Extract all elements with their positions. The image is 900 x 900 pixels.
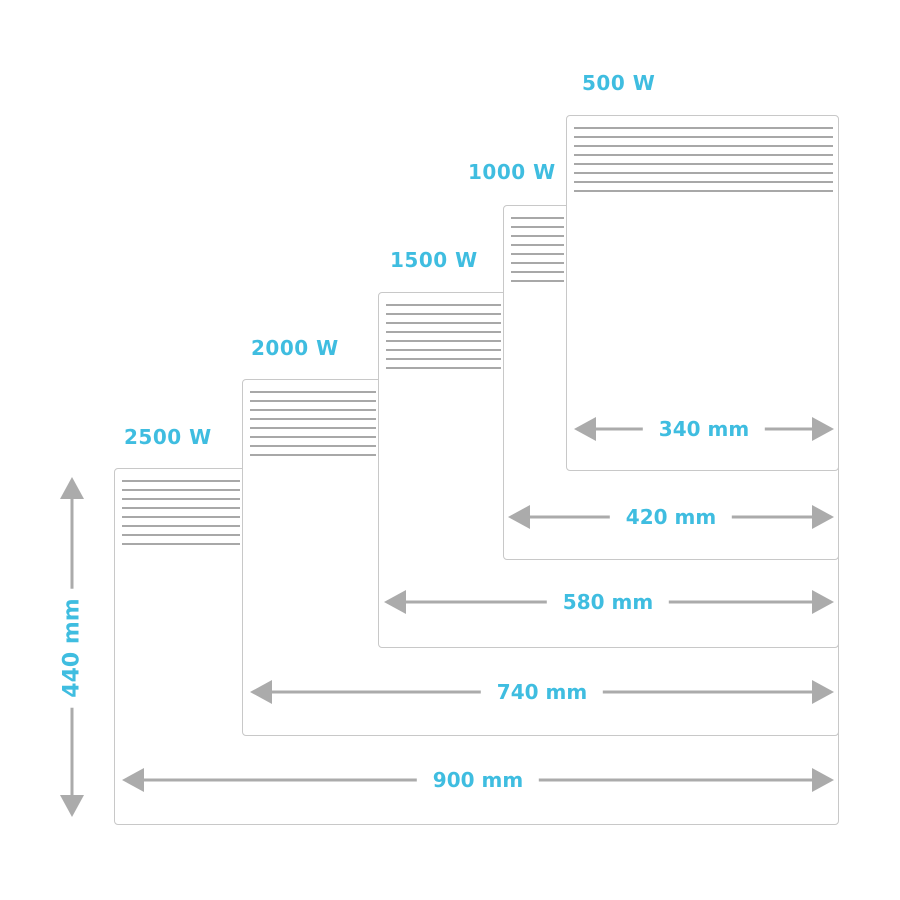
grille-line xyxy=(511,217,564,219)
grille-line xyxy=(122,480,240,482)
arrow-right-icon xyxy=(812,505,834,529)
grille-line xyxy=(511,253,564,255)
grille-line xyxy=(574,163,833,165)
grille-line xyxy=(574,181,833,183)
arrow-right-icon xyxy=(812,590,834,614)
heater-grille xyxy=(250,391,376,471)
grille-line xyxy=(122,489,240,491)
grille-line xyxy=(122,525,240,527)
grille-line xyxy=(250,409,376,411)
grille-line xyxy=(250,418,376,420)
grille-line xyxy=(574,127,833,129)
grille-line xyxy=(122,534,240,536)
grille-line xyxy=(511,280,564,282)
grille-line xyxy=(386,313,501,315)
arrow-up-icon xyxy=(60,477,84,499)
width-label: 420 mm xyxy=(609,505,733,529)
grille-line xyxy=(574,154,833,156)
grille-line xyxy=(574,136,833,138)
arrow-left-icon xyxy=(250,680,272,704)
power-label: 500 W xyxy=(582,71,656,95)
heater-grille xyxy=(122,480,240,560)
heater-grille xyxy=(386,304,501,384)
width-label: 740 mm xyxy=(480,680,604,704)
grille-line xyxy=(250,427,376,429)
arrow-down-icon xyxy=(60,795,84,817)
grille-line xyxy=(386,358,501,360)
arrow-right-icon xyxy=(812,768,834,792)
grille-line xyxy=(511,244,564,246)
grille-line xyxy=(386,331,501,333)
width-label: 900 mm xyxy=(416,768,540,792)
grille-line xyxy=(386,349,501,351)
power-label: 1000 W xyxy=(468,160,556,184)
heater-panel xyxy=(566,115,839,471)
grille-line xyxy=(250,436,376,438)
height-label: 440 mm xyxy=(59,588,85,708)
grille-line xyxy=(574,190,833,192)
grille-line xyxy=(386,322,501,324)
grille-line xyxy=(386,304,501,306)
grille-line xyxy=(511,226,564,228)
grille-line xyxy=(250,391,376,393)
power-label: 2000 W xyxy=(251,336,339,360)
heater-grille xyxy=(511,217,564,297)
grille-line xyxy=(574,145,833,147)
power-label: 2500 W xyxy=(124,425,212,449)
grille-line xyxy=(250,400,376,402)
width-label: 580 mm xyxy=(546,590,670,614)
grille-line xyxy=(511,271,564,273)
heater-grille xyxy=(574,127,833,207)
grille-line xyxy=(386,367,501,369)
grille-line xyxy=(122,543,240,545)
grille-line xyxy=(386,340,501,342)
grille-line xyxy=(250,445,376,447)
grille-line xyxy=(122,507,240,509)
arrow-right-icon xyxy=(812,417,834,441)
grille-line xyxy=(511,235,564,237)
arrow-left-icon xyxy=(122,768,144,792)
arrow-left-icon xyxy=(384,590,406,614)
power-label: 1500 W xyxy=(390,248,478,272)
grille-line xyxy=(122,516,240,518)
grille-line xyxy=(511,262,564,264)
width-label: 340 mm xyxy=(642,417,766,441)
arrow-left-icon xyxy=(574,417,596,441)
grille-line xyxy=(122,498,240,500)
arrow-left-icon xyxy=(508,505,530,529)
arrow-right-icon xyxy=(812,680,834,704)
grille-line xyxy=(250,454,376,456)
grille-line xyxy=(574,172,833,174)
